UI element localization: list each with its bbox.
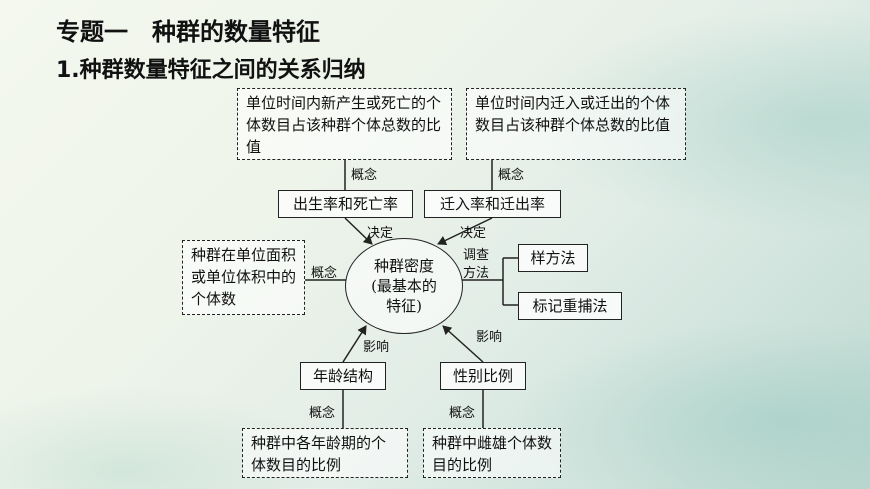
density-line-1: 种群密度 [373, 257, 434, 275]
page-title: 专题一 种群的数量特征 [56, 18, 320, 46]
label-influence-left: 影响 [363, 340, 390, 355]
age-structure-text: 年龄结构 [312, 367, 373, 385]
sex-ratio-box: 性别比例 [440, 362, 526, 390]
label-concept-sex: 概念 [449, 406, 476, 421]
mark-recapture-text: 标记重捕法 [532, 297, 608, 315]
migration-rate-text: 迁入率和迁出率 [439, 195, 545, 213]
label-determine-left: 决定 [367, 226, 394, 241]
arrow-birthrate-to-density [344, 217, 373, 245]
quadrat-method-text: 样方法 [530, 249, 576, 267]
population-density-node: 种群密度 (最基本的 特征) [345, 238, 463, 334]
birth-death-definition-text: 单位时间内新产生或死亡的个体数目占该种群个体总数的比值 [246, 94, 442, 156]
sex-definition-box: 种群中雌雄个体数目的比例 [423, 428, 561, 478]
label-concept-age: 概念 [309, 406, 336, 421]
arrow-sex-to-density [442, 325, 484, 363]
density-line-3: 特征) [386, 297, 422, 315]
section-heading: 1.种群数量特征之间的关系归纳 [56, 58, 366, 83]
migration-definition-text: 单位时间内迁入或迁出的个体数目占该种群个体总数的比值 [475, 94, 671, 134]
label-survey-method-2: 方法 [463, 266, 490, 281]
migration-definition-box: 单位时间内迁入或迁出的个体数目占该种群个体总数的比值 [466, 88, 686, 160]
label-survey-method-1: 调查 [463, 248, 490, 263]
label-concept-density: 概念 [311, 266, 338, 281]
density-definition-text: 种群在单位面积或单位体积中的个体数 [191, 246, 297, 308]
birth-death-definition-box: 单位时间内新产生或死亡的个体数目占该种群个体总数的比值 [237, 88, 452, 160]
birth-death-rate-text: 出生率和死亡率 [292, 195, 398, 213]
density-definition-box: 种群在单位面积或单位体积中的个体数 [182, 240, 305, 315]
density-line-2: (最基本的 [371, 277, 437, 295]
age-definition-text: 种群中各年龄期的个体数目的比例 [251, 434, 387, 474]
label-influence-right: 影响 [476, 330, 503, 345]
label-concept-birthdeath: 概念 [351, 168, 378, 183]
label-determine-right: 决定 [460, 226, 487, 241]
arrow-age-to-density [342, 325, 367, 363]
age-structure-box: 年龄结构 [300, 362, 386, 390]
sex-definition-text: 种群中雌雄个体数目的比例 [432, 434, 553, 474]
label-concept-migration: 概念 [498, 168, 525, 183]
age-definition-box: 种群中各年龄期的个体数目的比例 [242, 428, 408, 478]
quadrat-method-box: 样方法 [518, 244, 588, 272]
migration-rate-box: 迁入率和迁出率 [424, 190, 561, 218]
sex-ratio-text: 性别比例 [452, 367, 513, 385]
mark-recapture-box: 标记重捕法 [518, 292, 622, 320]
arrow-migrate-to-density [437, 217, 493, 246]
birth-death-rate-box: 出生率和死亡率 [278, 190, 413, 218]
